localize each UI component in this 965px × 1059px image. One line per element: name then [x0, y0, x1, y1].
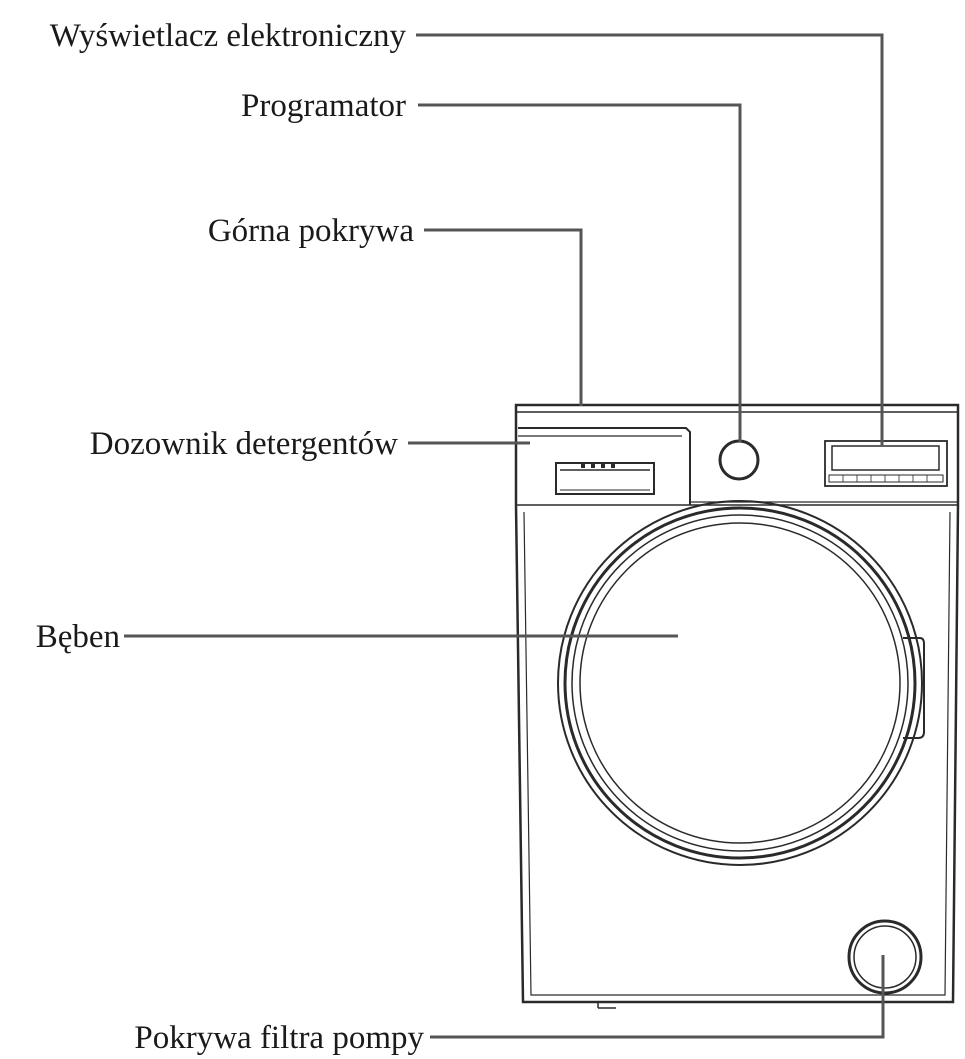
display-leader	[416, 33, 884, 445]
cabinet	[514, 412, 960, 1009]
programmer-knob	[718, 439, 760, 481]
callout-labels: Wyświetlacz elektroniczny Programator Gó…	[36, 18, 425, 1056]
label-pump-filter-cover: Pokrywa filtra pompy	[134, 1020, 424, 1056]
label-programmer: Programator	[241, 88, 406, 124]
control-panel	[516, 501, 958, 506]
drum-door	[557, 500, 925, 866]
pump-filter-cover	[847, 919, 923, 995]
detergent-dispenser	[518, 427, 691, 505]
leader-lines	[124, 33, 885, 1039]
filter-cover-leader	[430, 955, 885, 1039]
label-detergent-dispenser: Dozownik detergentów	[90, 426, 398, 462]
label-drum: Bęben	[36, 619, 120, 655]
washing-machine	[514, 403, 960, 1009]
top-cover	[514, 403, 960, 413]
label-top-cover: Górna pokrywa	[208, 213, 415, 249]
electronic-display	[824, 440, 948, 487]
programmer-leader	[418, 103, 742, 442]
top-cover-leader	[424, 228, 583, 406]
label-electronic-display: Wyświetlacz elektroniczny	[50, 18, 407, 54]
